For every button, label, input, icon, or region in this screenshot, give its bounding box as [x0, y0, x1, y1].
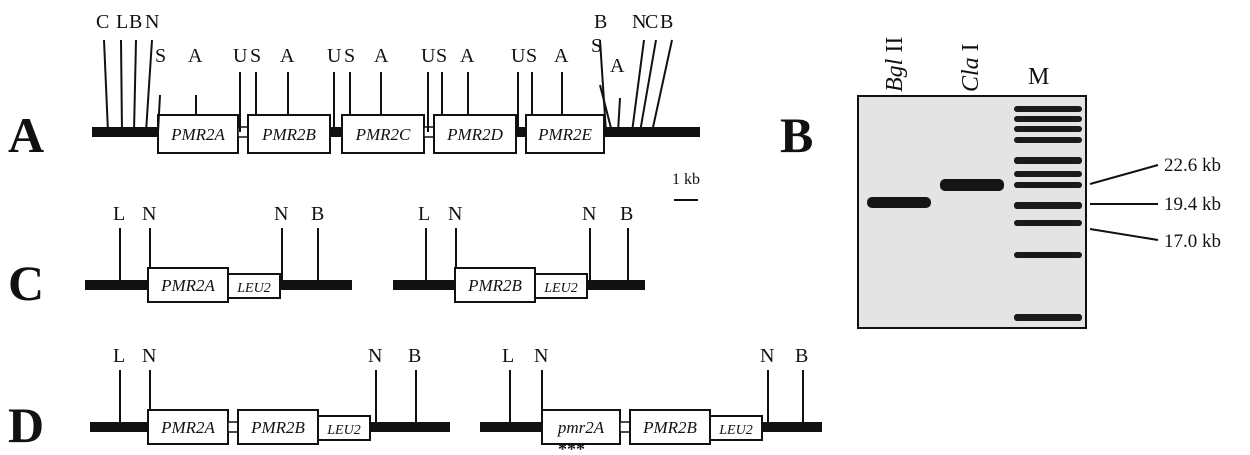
site-label-b: B [660, 11, 673, 33]
site-label-a: A [374, 45, 389, 67]
intergenic-gap [620, 422, 630, 432]
svg-text:PMR2A: PMR2A [170, 125, 225, 144]
gene-box-leu2: LEU2 [535, 274, 587, 298]
site-label-s: S [155, 45, 166, 67]
site-label-s: S [526, 45, 537, 67]
svg-text:PMR2B: PMR2B [250, 418, 305, 437]
site-label-c: C [96, 11, 109, 33]
panel-d: D PMR2A PMR2B LEU2 L N N B pmr2A [8, 345, 822, 455]
gene-box-leu2: LEU2 [318, 416, 370, 440]
panel-label-b: B [780, 107, 813, 163]
svg-text:PMR2C: PMR2C [355, 125, 411, 144]
site-label-n: N [274, 203, 288, 225]
gene-box-leu2: LEU2 [710, 416, 762, 440]
site-label-n: N [142, 203, 156, 225]
site-label-n: N [448, 203, 462, 225]
gene-box-pmr2a: PMR2A [148, 410, 228, 444]
size-pointers [1090, 165, 1158, 240]
site-label-l: L [418, 203, 430, 225]
intergenic-gap [228, 422, 238, 432]
site-label-u: U [233, 45, 248, 67]
site-label-n: N [534, 345, 548, 367]
site-label-s: S [250, 45, 261, 67]
svg-text:PMR2A: PMR2A [160, 276, 215, 295]
site-label-b: B [311, 203, 324, 225]
gene-box-pmr2e: PMR2E [526, 115, 604, 153]
size-label-17-0kb: 17.0 kb [1164, 231, 1221, 252]
size-label-19-4kb: 19.4 kb [1164, 194, 1221, 215]
mutation-mark: *** [558, 439, 585, 455]
gene-box-leu2: LEU2 [228, 274, 280, 298]
gene-box-pmr2b: PMR2B [455, 268, 535, 302]
gene-box-pmr2d: PMR2D [434, 115, 516, 153]
gene-box-pmr2b: PMR2B [238, 410, 318, 444]
site-label-b: B [594, 11, 607, 33]
panel-label-d: D [8, 397, 44, 453]
panel-c: C PMR2A LEU2 L N N B PMR2B LEU2 [8, 203, 645, 311]
site-label-n: N [760, 345, 774, 367]
panel-label-a: A [8, 107, 44, 163]
svg-text:LEU2: LEU2 [326, 423, 360, 438]
site-label-s: S [344, 45, 355, 67]
scale-bar-label: 1 kb [672, 171, 700, 188]
site-label-n: N [368, 345, 382, 367]
gene-box-pmr2a: PMR2A [148, 268, 228, 302]
panel-label-c: C [8, 255, 44, 311]
panel-a: A PMR2A PMR2B PMR2C PMR2D PMR2E [8, 11, 700, 200]
site-label-a: A [460, 45, 475, 67]
site-label-a: A [610, 55, 625, 77]
panel-b: B Bgl II Cla I M 22.6 [780, 37, 1221, 328]
site-label-b: B [795, 345, 808, 367]
site-label-a: A [554, 45, 569, 67]
svg-text:PMR2A: PMR2A [160, 418, 215, 437]
gene-box-pmr2b: PMR2B [248, 115, 330, 153]
site-label-s: S [436, 45, 447, 67]
gene-box-pmr2a: PMR2A [158, 115, 238, 153]
band-bglii [867, 197, 931, 208]
lane-label-marker: M [1028, 64, 1049, 90]
site-label-l: L [113, 203, 125, 225]
svg-text:LEU2: LEU2 [543, 281, 577, 296]
svg-text:LEU2: LEU2 [718, 423, 752, 438]
site-label-c: C [645, 11, 658, 33]
svg-text:PMR2E: PMR2E [537, 125, 592, 144]
site-label-u: U [327, 45, 342, 67]
site-label-b: B [129, 11, 142, 33]
band-clai [940, 179, 1004, 191]
gene-box-pmr2b: PMR2B [630, 410, 710, 444]
site-label-u: U [511, 45, 526, 67]
site-label-b: B [620, 203, 633, 225]
svg-text:PMR2B: PMR2B [467, 276, 522, 295]
lane-label-bglii: Bgl II [882, 37, 908, 92]
site-label-l: L [502, 345, 514, 367]
site-label-l: L [116, 11, 128, 33]
site-label-a: A [188, 45, 203, 67]
svg-text:PMR2D: PMR2D [446, 125, 503, 144]
svg-text:LEU2: LEU2 [236, 281, 270, 296]
site-label-u: U [421, 45, 436, 67]
size-label-22-6kb: 22.6 kb [1164, 155, 1221, 176]
gene-box-pmr2c: PMR2C [342, 115, 424, 153]
site-label-b: B [408, 345, 421, 367]
svg-text:pmr2A: pmr2A [557, 418, 605, 437]
svg-text:PMR2B: PMR2B [261, 125, 316, 144]
site-ticks-right [600, 40, 672, 132]
lane-label-clai: Cla I [958, 43, 984, 92]
site-label-a: A [280, 45, 295, 67]
svg-text:PMR2B: PMR2B [642, 418, 697, 437]
site-label-s: S [591, 35, 602, 57]
site-label-n: N [582, 203, 596, 225]
site-label-l: L [113, 345, 125, 367]
site-label-n: N [142, 345, 156, 367]
site-label-n: N [145, 11, 159, 33]
